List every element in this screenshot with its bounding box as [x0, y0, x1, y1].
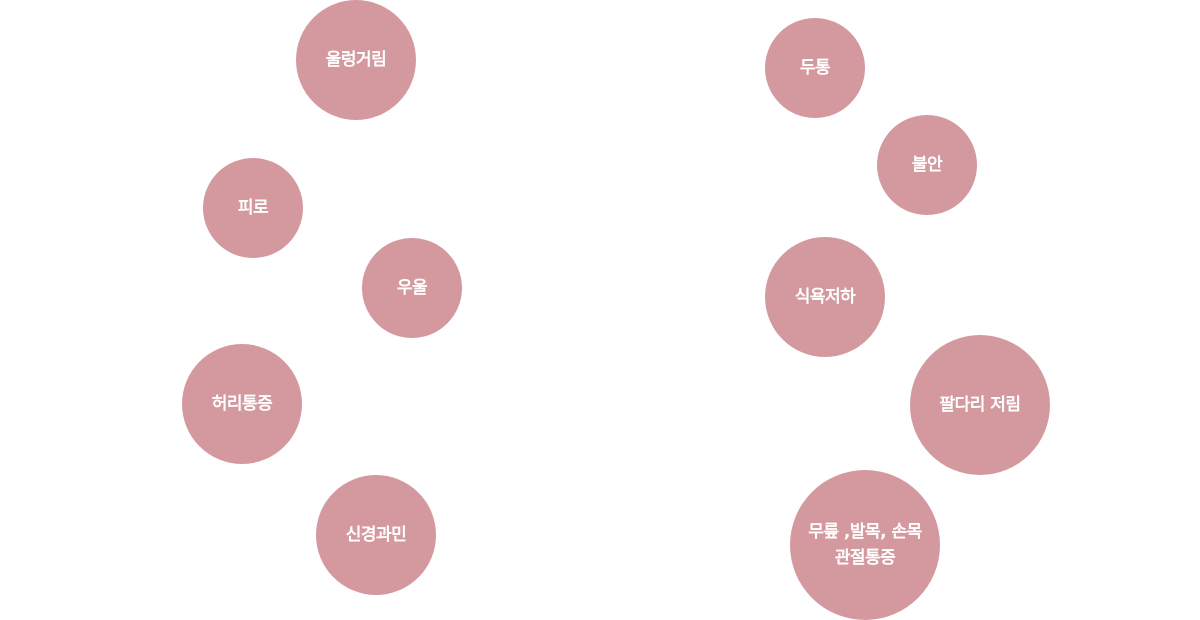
symptom-bubble-depression: 우울 — [362, 238, 462, 338]
symptom-label: 허리통증 — [211, 394, 273, 414]
symptom-bubble-joint-pain: 무릎 ,발목, 손목 관절통증 — [790, 470, 940, 620]
symptom-label: 피로 — [237, 198, 269, 218]
symptom-bubble-limb-numbness: 팔다리 저림 — [910, 335, 1050, 475]
symptom-label: 무릎 ,발목, 손목 관절통증 — [808, 522, 922, 568]
symptom-bubble-nervousness: 신경과민 — [316, 475, 436, 595]
symptom-label: 우울 — [396, 278, 428, 298]
symptom-label: 식욕저하 — [794, 287, 856, 307]
symptom-bubble-fatigue: 피로 — [203, 158, 303, 258]
symptom-bubble-back-pain: 허리통증 — [182, 344, 302, 464]
symptom-bubble-appetite-loss: 식욕저하 — [765, 237, 885, 357]
symptom-label: 두통 — [799, 58, 831, 78]
symptom-bubble-headache: 두통 — [765, 18, 865, 118]
symptom-label: 신경과민 — [345, 525, 407, 545]
symptom-label: 팔다리 저림 — [939, 395, 1021, 415]
symptom-label: 울렁거림 — [325, 50, 387, 70]
symptom-label: 불안 — [911, 155, 943, 175]
symptom-bubble-nausea: 울렁거림 — [296, 0, 416, 120]
symptom-bubble-anxiety: 불안 — [877, 115, 977, 215]
